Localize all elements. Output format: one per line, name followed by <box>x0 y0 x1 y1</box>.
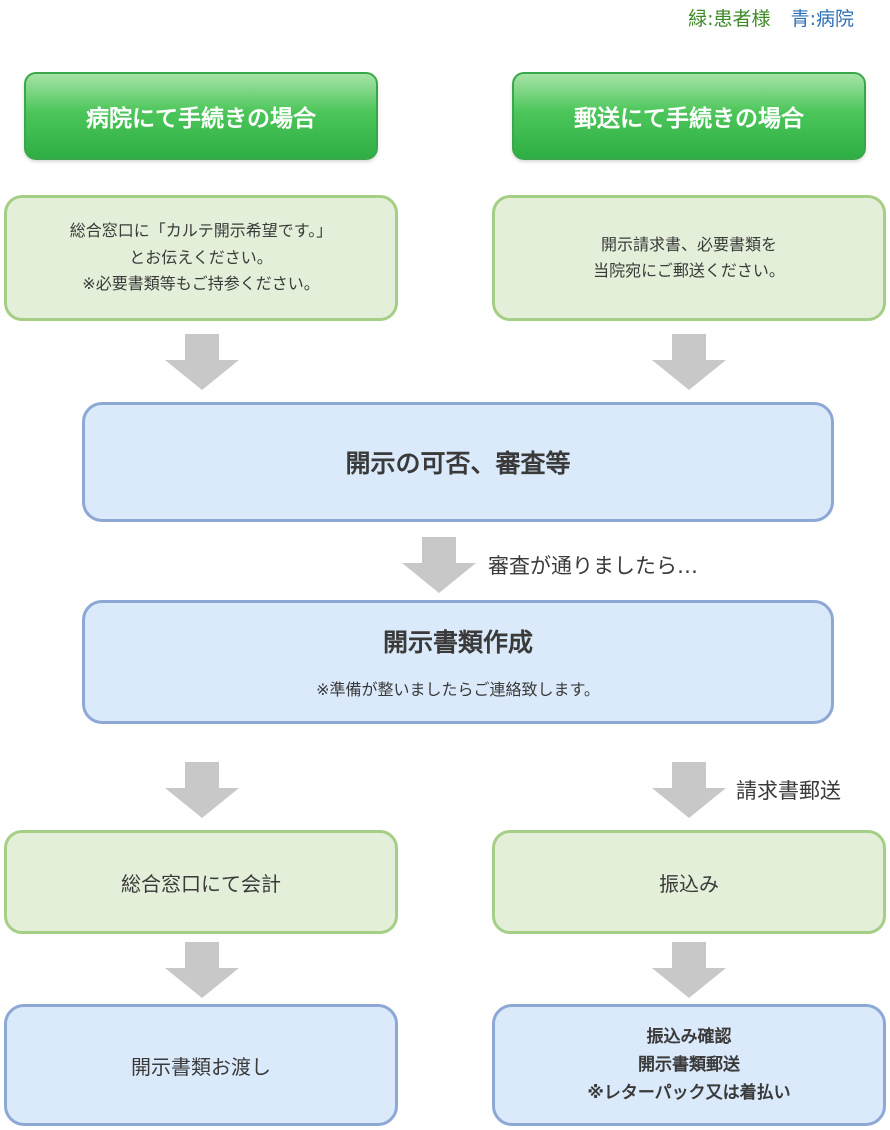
down-arrow-icon <box>402 537 476 593</box>
hospital-step1-line2: とお伝えください。 <box>129 247 273 267</box>
header-mail-label: 郵送にて手続きの場合 <box>574 106 804 132</box>
header-hospital-procedure: 病院にて手続きの場合 <box>24 72 378 160</box>
mail-step1-line1: 開示請求書、必要書類を <box>600 234 777 254</box>
review-label: 開示の可否、審査等 <box>345 449 571 478</box>
legend-patient: 緑:患者様 <box>688 8 771 30</box>
header-hospital-label: 病院にて手続きの場合 <box>86 106 316 132</box>
mail-payment-label: 振込み <box>659 871 719 896</box>
hospital-handover-label: 開示書類お渡し <box>131 1054 271 1079</box>
legend-hospital: 青:病院 <box>790 8 854 30</box>
mail-step1-box: 開示請求書、必要書類を 当院宛にご郵送ください。 <box>492 195 886 321</box>
color-legend: 緑:患者様 青:病院 <box>688 4 854 31</box>
mail-finish-line2: 開示書類郵送 <box>638 1054 740 1075</box>
down-arrow-icon <box>652 762 726 818</box>
review-passed-note: 審査が通りましたら… <box>488 554 698 578</box>
mail-finish-box: 振込み確認 開示書類郵送 ※レターパック又は着払い <box>492 1004 886 1126</box>
mail-finish-line1: 振込み確認 <box>646 1026 732 1047</box>
review-box: 開示の可否、審査等 <box>82 402 834 522</box>
hospital-step1-line3: ※必要書類等もご持参ください。 <box>82 274 320 294</box>
mail-payment-box: 振込み <box>492 830 886 934</box>
down-arrow-icon <box>165 762 239 818</box>
down-arrow-icon <box>165 334 239 390</box>
hospital-step1-line1: 総合窓口に「カルテ開示希望です。」 <box>69 221 333 241</box>
hospital-payment-label: 総合窓口にて会計 <box>121 871 281 896</box>
document-creation-note: ※準備が整いましたらご連絡致します。 <box>316 679 600 699</box>
header-mail-procedure: 郵送にて手続きの場合 <box>512 72 866 160</box>
document-creation-box: 開示書類作成 ※準備が整いましたらご連絡致します。 <box>82 600 834 724</box>
down-arrow-icon <box>652 334 726 390</box>
mail-step1-line2: 当院宛にご郵送ください。 <box>593 261 785 280</box>
down-arrow-icon <box>652 942 726 998</box>
bill-mailing-note: 請求書郵送 <box>736 779 841 803</box>
mail-finish-line3: ※レターパック又は着払い <box>587 1083 791 1104</box>
document-creation-title: 開示書類作成 <box>382 628 533 658</box>
down-arrow-icon <box>165 942 239 998</box>
hospital-handover-box: 開示書類お渡し <box>4 1004 398 1126</box>
hospital-payment-box: 総合窓口にて会計 <box>4 830 398 934</box>
hospital-step1-box: 総合窓口に「カルテ開示希望です。」 とお伝えください。 ※必要書類等もご持参くだ… <box>4 195 398 321</box>
